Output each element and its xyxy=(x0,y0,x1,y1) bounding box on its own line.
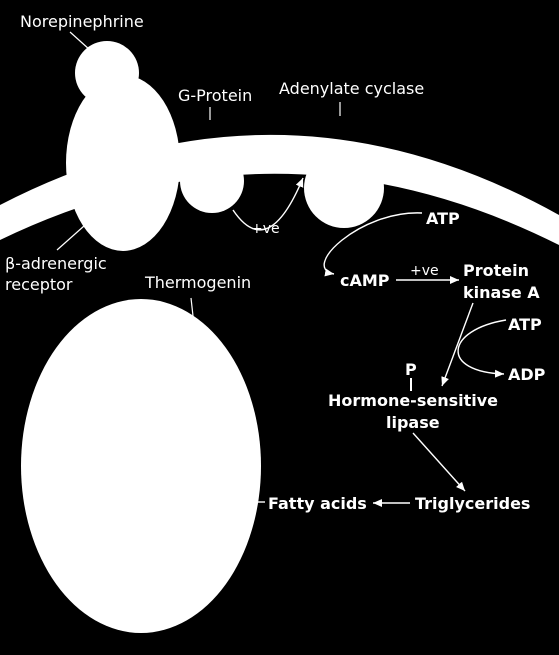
adp-label: ADP xyxy=(508,365,546,384)
plus-ve-label-1: +ve xyxy=(251,221,280,237)
thermogenin-shape xyxy=(21,299,261,633)
norepinephrine-shape xyxy=(75,41,139,105)
atp-label-1: ATP xyxy=(426,209,460,228)
phosphate-label: P xyxy=(405,360,417,379)
beta-receptor-leader xyxy=(56,225,85,251)
atp-to-adp-arrow xyxy=(457,319,507,378)
camp-label: cAMP xyxy=(340,271,390,290)
g-protein-to-cyclase-arrow xyxy=(232,177,304,231)
pka-label-line1: Protein xyxy=(463,261,529,280)
beta-receptor-label-line2: receptor xyxy=(5,275,73,294)
adenylate-cyclase-label: Adenylate cyclase xyxy=(279,79,424,98)
g-protein-label: G-Protein xyxy=(178,86,252,105)
adenylate-cyclase-shape xyxy=(304,148,384,228)
fatty-acids-label: Fatty acids xyxy=(268,494,367,513)
atp-to-camp-arrow xyxy=(323,212,423,277)
beta-adrenergic-receptor-shape xyxy=(66,75,180,251)
beta-receptor-label-line1: β-adrenergic xyxy=(5,254,107,273)
hsl-label-line1: Hormone-sensitive xyxy=(328,391,498,410)
thermogenin-label: Thermogenin xyxy=(144,273,251,292)
pka-to-hsl-arrow xyxy=(441,302,474,387)
norepinephrine-leader xyxy=(69,31,91,51)
norepinephrine-label: Norepinephrine xyxy=(20,12,144,31)
pka-label-line2: kinase A xyxy=(463,283,540,302)
plus-ve-label-2: +ve xyxy=(410,263,439,279)
atp-label-2: ATP xyxy=(508,315,542,334)
hsl-label-line2: lipase xyxy=(386,413,440,432)
hsl-to-triglycerides-arrow xyxy=(412,432,466,492)
g-protein-shape xyxy=(180,149,244,213)
thermogenin-leader xyxy=(190,297,194,317)
triglycerides-label: Triglycerides xyxy=(415,494,530,513)
